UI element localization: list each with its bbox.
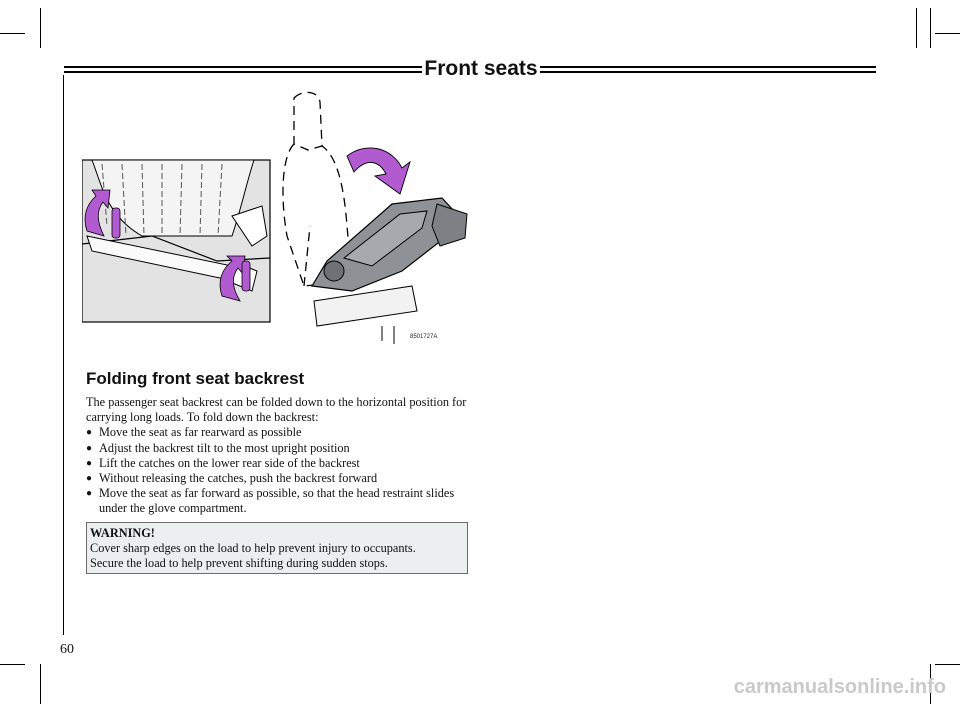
fold-forward-arrow [346,147,411,195]
header-rule-right [538,66,876,73]
warning-line: Secure the load to help prevent shifting… [90,556,388,570]
header-rule-left [64,66,424,73]
list-item: Move the seat as far forward as possible… [86,486,476,516]
watermark: carmanualsonline.info [733,676,946,698]
warning-title: WARNING! [90,526,155,540]
section-heading: Folding front seat backrest [86,369,305,388]
crop-mark [916,8,917,48]
crop-mark [40,8,41,48]
seat-illustration [81,86,472,346]
crop-mark [930,664,931,704]
list-item: Move the seat as far rearward as possibl… [86,425,476,440]
folded-seat [311,197,468,344]
page-number: 60 [60,642,74,657]
crop-mark [40,664,41,704]
list-item: Without releasing the catches, push the … [86,471,476,486]
list-item: Lift the catches on the lower rear side … [86,456,476,471]
section-body: The passenger seat backrest can be folde… [86,395,476,517]
page-title: Front seats [422,56,540,82]
warning-box: WARNING! Cover sharp edges on the load t… [86,522,468,574]
list-item: Adjust the backrest tilt to the most upr… [86,441,476,456]
crop-mark [0,33,25,34]
figure-code: 8501727A [410,334,438,340]
margin-rule [63,75,64,635]
catch-inset-panel [81,159,271,323]
crop-mark [935,664,960,665]
instruction-list: Move the seat as far rearward as possibl… [86,425,476,516]
intro-paragraph: The passenger seat backrest can be folde… [86,395,467,425]
crop-mark [930,8,931,48]
lift-catch-arrow [84,189,251,302]
crop-mark [0,664,25,665]
warning-line: Cover sharp edges on the load to help pr… [90,541,416,555]
crop-mark [935,33,960,34]
